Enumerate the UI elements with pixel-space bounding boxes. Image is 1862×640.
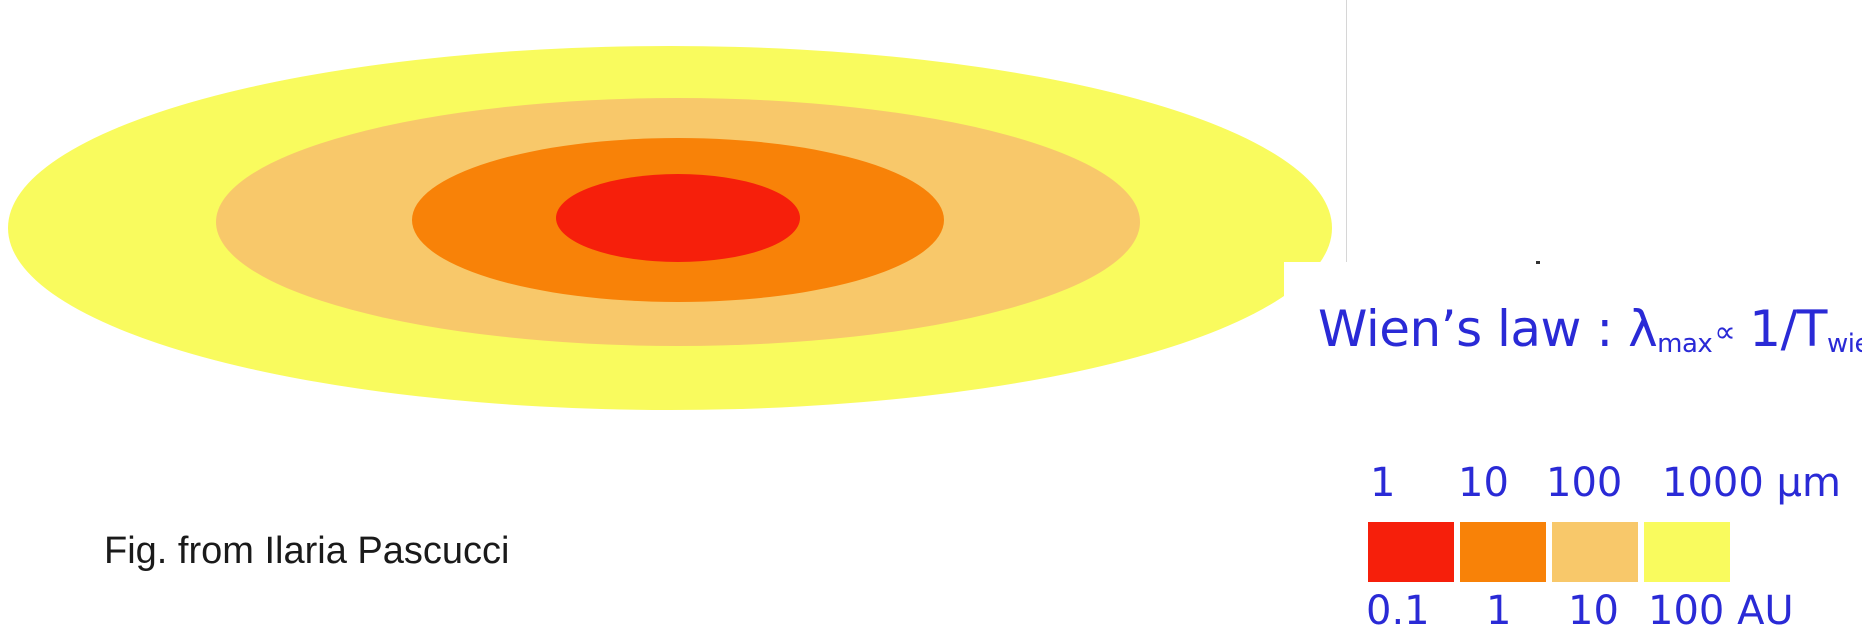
core-region (556, 174, 800, 262)
distance-label-100: 100 AU (1648, 588, 1794, 634)
swatch-middle (1552, 522, 1638, 582)
swatch-outer (1644, 522, 1730, 582)
wiens-law-label: Wien’s law : λmax∝ 1/Twien (1318, 300, 1862, 359)
inverse-temperature: 1/T (1749, 300, 1827, 358)
divider-line (1346, 0, 1347, 262)
max-subscript: max (1657, 329, 1712, 359)
distance-label-1: 1 (1486, 588, 1511, 634)
swatch-core (1368, 522, 1454, 582)
distance-label-10: 10 (1568, 588, 1619, 634)
distance-label-0-1: 0.1 (1366, 588, 1430, 634)
swatch-inner (1460, 522, 1546, 582)
proportional-symbol: ∝ (1714, 315, 1735, 350)
wavelength-label-1000: 1000 μm (1662, 460, 1841, 506)
wien-subscript: wien (1827, 329, 1862, 359)
wavelength-label-1: 1 (1370, 460, 1395, 506)
wien-prefix: Wien’s law : λ (1318, 300, 1657, 358)
small-mark (1536, 261, 1540, 264)
wavelength-label-100: 100 (1546, 460, 1622, 506)
figure-credit: Fig. from Ilaria Pascucci (104, 530, 509, 573)
wavelength-label-10: 10 (1458, 460, 1509, 506)
